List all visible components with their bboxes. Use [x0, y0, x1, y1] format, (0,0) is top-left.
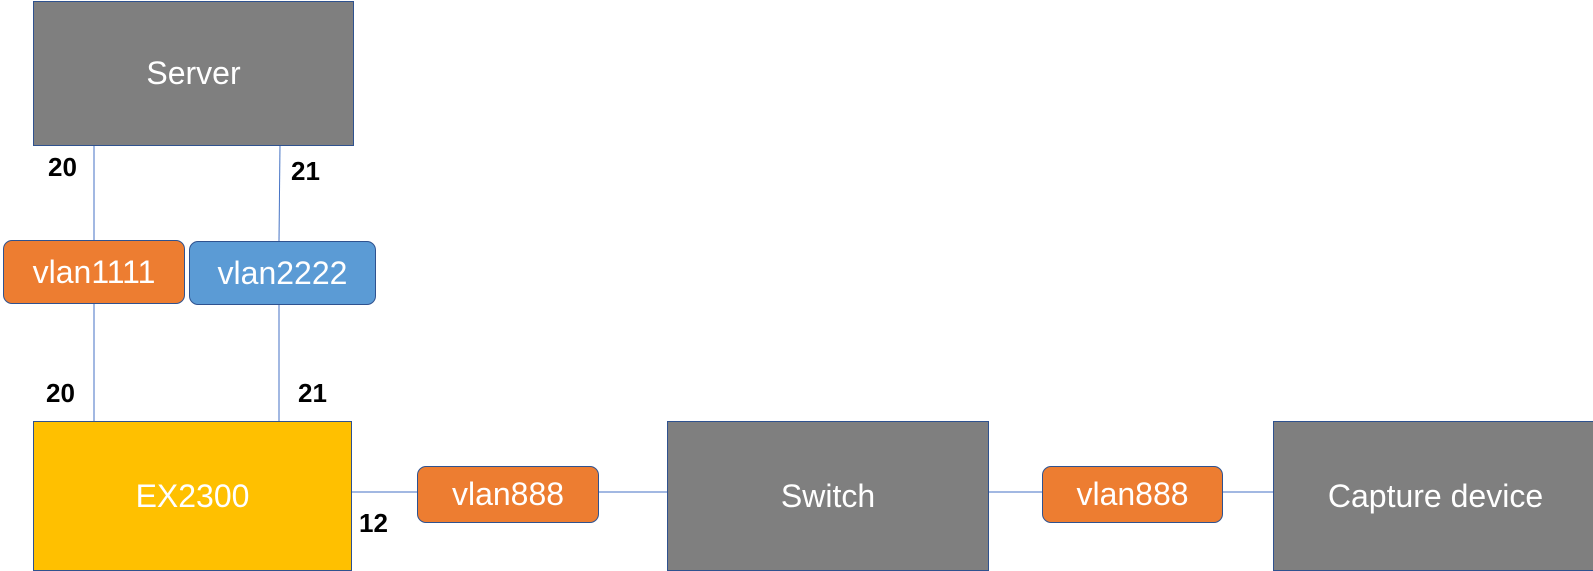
vlan2222-tag: vlan2222 [189, 241, 376, 305]
switch-box: Switch [667, 421, 989, 571]
capture-device-label: Capture device [1327, 477, 1544, 514]
server-box: Server [33, 1, 354, 146]
vlan1111-tag: vlan1111 [3, 240, 185, 304]
link-server-vlan2222 [278, 143, 281, 242]
vlan888-tag-right: vlan888 [1042, 466, 1223, 523]
port-label-ex2300-21: 21 [298, 378, 327, 408]
vlan888-label-right: vlan888 [1076, 476, 1189, 512]
ex2300-box: EX2300 [33, 421, 352, 571]
vlan2222-label: vlan2222 [217, 254, 348, 291]
port-label-ex2300-20: 20 [46, 378, 75, 408]
vlan1111-label: vlan1111 [32, 253, 156, 290]
switch-label: Switch [780, 477, 876, 514]
port-label-ex2300-12: 12 [359, 508, 388, 538]
capture-device-box: Capture device [1273, 421, 1593, 571]
port-label-server-20: 20 [48, 152, 77, 182]
vlan888-tag-left: vlan888 [417, 466, 599, 523]
vlan888-label-left: vlan888 [451, 476, 565, 512]
server-label: Server [146, 55, 241, 91]
port-label-server-21: 21 [291, 156, 320, 186]
ex2300-label: EX2300 [135, 477, 250, 514]
